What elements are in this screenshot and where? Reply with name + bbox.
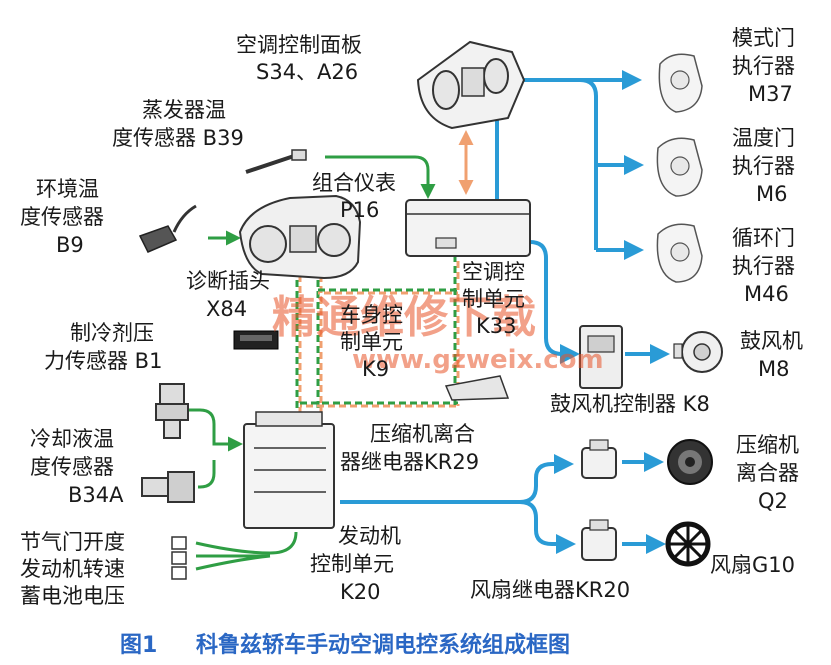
bcm-device [444, 375, 510, 401]
figure-caption: 图1 科鲁兹轿车手动空调电控系统组成框图 [120, 632, 570, 658]
fan-relay-device [581, 519, 617, 561]
inputs-to-ecu-line [195, 531, 298, 555]
inputs-line-3 [195, 554, 271, 571]
input-signal-icons [171, 536, 187, 580]
evap-sensor-device [245, 149, 307, 174]
label-fan: 风扇G10 [710, 553, 795, 577]
refrig-to-ecu-line [182, 408, 243, 452]
watermark-url: www.gzweix.com [352, 345, 604, 375]
ac-panel-device [416, 40, 526, 130]
cluster-device [238, 194, 362, 280]
caption-number: 图1 [120, 633, 157, 658]
acu-device [405, 199, 531, 257]
watermark-main: 精通维修下载 [272, 292, 536, 343]
compressor-relay-device [581, 439, 617, 479]
ecu-device [243, 411, 335, 529]
label-blower-ctrl: 鼓风机控制器 K8 [550, 392, 710, 416]
caption-text: 科鲁兹轿车手动空调电控系统组成框图 [196, 632, 570, 658]
watermark: 精通维修下载 www.gzweix.com [272, 292, 604, 375]
ambient-sensor-device [138, 204, 197, 253]
coolant-sensor-device [141, 471, 195, 503]
blue-output-lines [340, 70, 670, 554]
mode-door-actuator [658, 53, 703, 113]
label-refrig: 制冷剂压力传感器 B1 [44, 321, 162, 373]
green-signal-lines [182, 155, 436, 571]
diag-connector-device [233, 330, 279, 350]
refrig-sensor-device [155, 383, 189, 439]
bus-lines [295, 255, 460, 420]
recirc-door-actuator [656, 223, 703, 283]
blower-device [673, 331, 723, 373]
label-inputs: 节气门开度发动机转速蓄电池电压 [20, 530, 125, 608]
temp-door-actuator [656, 137, 703, 197]
coolant-to-ecu-line [198, 460, 216, 489]
fan-device [665, 521, 711, 567]
evap-to-acu-line [325, 155, 436, 199]
label-evap: 蒸发器温度传感器 B39 [112, 98, 244, 150]
clutch-device [667, 439, 713, 485]
label-fan-relay: 风扇继电器KR20 [470, 578, 630, 602]
label-compressor-relay: 压缩机离合器继电器KR29 [340, 422, 479, 474]
blower-controller-device [579, 325, 623, 389]
